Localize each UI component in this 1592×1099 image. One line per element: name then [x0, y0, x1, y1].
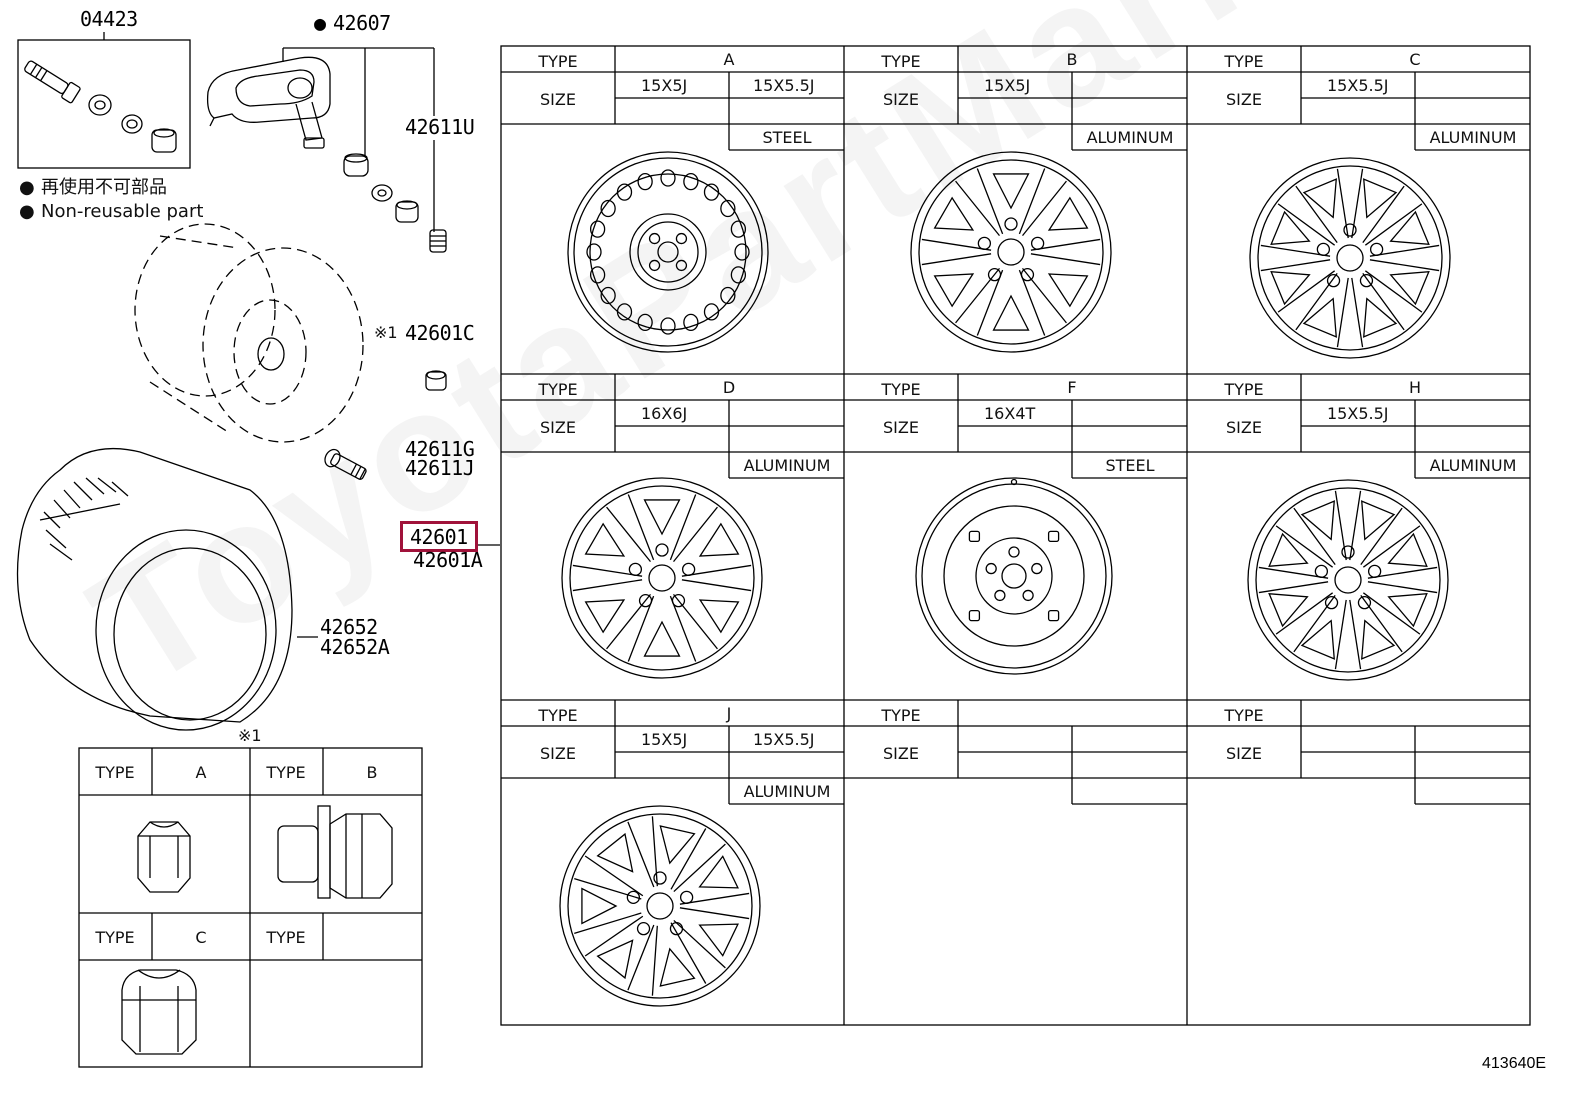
wheel-cell-0-grid — [501, 46, 844, 151]
wheel-type-f-steel-spare-illustration — [915, 477, 1113, 675]
nut-type-table-grid — [78, 747, 423, 1068]
wheel-type-a-steel-illustration — [567, 151, 769, 353]
valve-kit-04423-illustration — [17, 32, 191, 169]
highlight-box-42601[interactable] — [400, 521, 478, 552]
valve-stem-42611g-illustration — [324, 448, 367, 480]
wheel-type-h-aluminum-illustration — [1247, 479, 1449, 681]
nut-type-b-illustration — [277, 805, 393, 899]
tire-illustration — [16, 447, 293, 731]
wheel-cell-4-grid — [844, 374, 1187, 479]
wheel-cell-1-grid — [844, 46, 1187, 151]
tpms-sensor-42607-illustration — [206, 48, 331, 149]
wheel-cell-3-grid — [501, 374, 844, 479]
nut-type-c-illustration — [121, 969, 197, 1055]
lug-nut-42601c-illustration — [425, 370, 447, 391]
wheel-cell-6-grid — [501, 700, 844, 805]
valve-nut-washer-illustration — [343, 153, 447, 253]
wheel-type-d-aluminum-illustration — [561, 477, 763, 679]
wheel-type-table-grid — [500, 45, 1531, 1026]
wheel-cell-7-grid — [844, 700, 1187, 805]
wheel-type-j-aluminum-illustration — [559, 805, 761, 1007]
wheel-cell-5-grid — [1187, 374, 1530, 479]
wheel-hub-hole — [257, 337, 285, 371]
nut-type-a-illustration — [137, 821, 191, 893]
wheel-assembly-dashed-illustration — [134, 223, 364, 443]
wheel-type-c-aluminum-illustration — [1249, 157, 1451, 359]
wheel-type-b-aluminum-illustration — [910, 151, 1112, 353]
wheel-cell-2-grid — [1187, 46, 1530, 151]
wheel-cell-8-grid — [1187, 700, 1530, 805]
